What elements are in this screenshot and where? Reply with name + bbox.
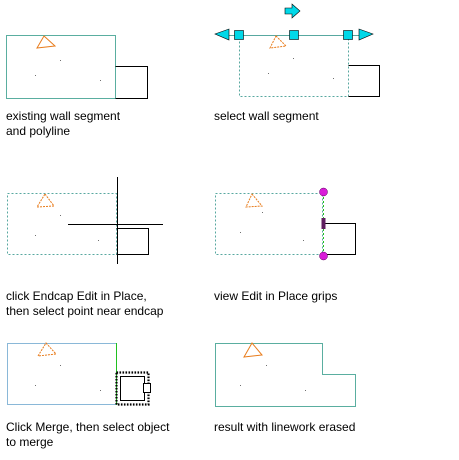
start-grip[interactable] bbox=[234, 30, 244, 40]
caption-line: view Edit in Place grips bbox=[214, 289, 338, 303]
top-vertex-grip[interactable] bbox=[319, 187, 328, 197]
wall-segment-dashed bbox=[7, 193, 117, 255]
caption-line: click Endcap Edit in Place, bbox=[6, 289, 147, 303]
left-arrow-grip[interactable] bbox=[214, 28, 230, 41]
wall-segment-dashed bbox=[215, 193, 323, 255]
polyline bbox=[348, 65, 380, 97]
selected-polyline-inner bbox=[120, 376, 145, 401]
panel-3-endcap-edit bbox=[7, 177, 163, 264]
direction-marker bbox=[243, 342, 263, 358]
direction-marker bbox=[37, 342, 58, 357]
direction-marker bbox=[36, 193, 55, 208]
edge-grip[interactable] bbox=[321, 218, 326, 229]
wall-dots bbox=[268, 58, 334, 79]
caption-line: select wall segment bbox=[214, 109, 319, 123]
bottom-vertex-grip[interactable] bbox=[319, 251, 328, 261]
merged-wall-outline bbox=[215, 343, 356, 407]
polyline bbox=[323, 223, 356, 255]
panel-2-selected bbox=[214, 3, 380, 97]
wall-dots bbox=[35, 365, 101, 391]
step-5-caption: Click Merge, then select object to merge bbox=[6, 420, 169, 450]
wall-segment-edit bbox=[7, 343, 117, 405]
caption-line: then select point near endcap bbox=[6, 304, 164, 318]
step-4-caption: view Edit in Place grips bbox=[214, 289, 337, 304]
step-3-caption: click Endcap Edit in Place, then select … bbox=[6, 289, 163, 319]
wall-dots bbox=[35, 215, 99, 241]
panel-1-existing bbox=[6, 35, 148, 99]
polyline bbox=[116, 228, 149, 255]
caption-line: to merge bbox=[6, 435, 54, 449]
middle-grip[interactable] bbox=[289, 30, 299, 40]
direction-marker bbox=[245, 193, 264, 208]
caption-line: existing wall segment bbox=[6, 109, 121, 123]
caption-line: and polyline bbox=[6, 124, 71, 138]
panel-4-grips bbox=[215, 187, 356, 261]
panel-6-result bbox=[215, 342, 356, 407]
wall-dots bbox=[240, 212, 304, 241]
end-grip[interactable] bbox=[343, 30, 353, 40]
flip-arrow-grip[interactable] bbox=[284, 3, 301, 19]
direction-marker bbox=[269, 35, 288, 49]
pick-cursor-box bbox=[143, 383, 151, 393]
step-6-caption: result with linework erased bbox=[214, 420, 355, 435]
polyline bbox=[115, 66, 148, 99]
selected-wall-segment bbox=[239, 35, 349, 97]
step-2-caption: select wall segment bbox=[214, 109, 319, 124]
wall-segment bbox=[6, 35, 116, 99]
caption-line: Click Merge, then select object bbox=[6, 420, 170, 434]
caption-line: result with linework erased bbox=[214, 420, 356, 434]
wall-dots bbox=[240, 365, 306, 391]
right-arrow-grip[interactable] bbox=[358, 28, 374, 41]
wall-dots bbox=[35, 60, 101, 81]
step-1-caption: existing wall segment and polyline bbox=[6, 109, 120, 139]
direction-marker bbox=[36, 35, 57, 49]
panel-5-merge bbox=[7, 342, 151, 406]
